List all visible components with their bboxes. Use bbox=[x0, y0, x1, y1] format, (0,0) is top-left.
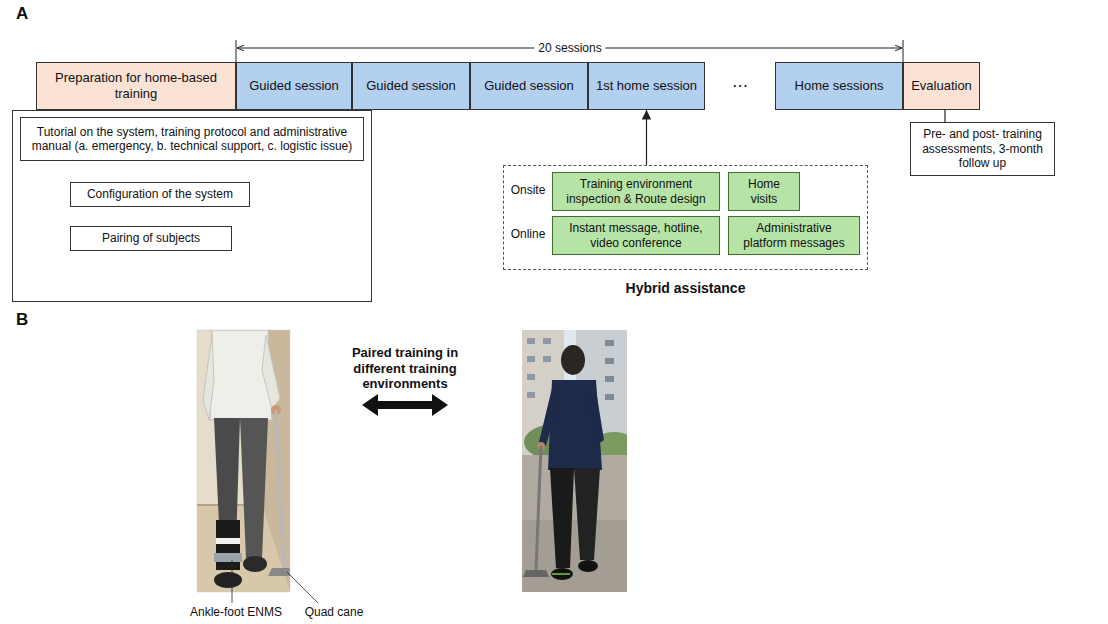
person-shoe bbox=[578, 560, 598, 572]
building-window bbox=[605, 376, 614, 382]
box-text: Preparation for home-based training bbox=[42, 70, 230, 101]
building-window bbox=[527, 374, 535, 380]
leader-line bbox=[287, 572, 318, 603]
caption-label: Paired training in different training en… bbox=[335, 345, 475, 392]
phase-box: Preparation for home-based training bbox=[36, 62, 236, 110]
assistance-box: Administrative platform messages bbox=[728, 216, 860, 255]
outdoor-photo bbox=[522, 330, 627, 592]
part-label: Ankle-foot ENMS bbox=[190, 605, 282, 619]
connector-line bbox=[944, 110, 945, 122]
panel-letter: A bbox=[16, 4, 28, 24]
photo-wall bbox=[197, 330, 290, 592]
photo-sky bbox=[522, 330, 627, 592]
person-head bbox=[561, 345, 585, 375]
cane-base bbox=[523, 570, 549, 577]
person-arm bbox=[262, 335, 280, 410]
cane-shaft bbox=[276, 410, 284, 568]
step-box: Configuration of the system bbox=[70, 182, 250, 207]
assistance-box: Home visits bbox=[728, 172, 800, 211]
building-window bbox=[543, 338, 551, 344]
session-box: Home sessions bbox=[775, 62, 903, 110]
assistance-box: Instant message, hotline, video conferen… bbox=[552, 216, 720, 255]
person-shirt bbox=[210, 330, 272, 420]
person-arm bbox=[203, 335, 214, 420]
building-window bbox=[605, 358, 614, 364]
phase-box: Evaluation bbox=[903, 62, 980, 110]
person-leg bbox=[550, 468, 574, 568]
cane-shaft bbox=[536, 446, 541, 570]
person-leg bbox=[240, 418, 268, 558]
step-box: Tutorial on the system, training protoco… bbox=[20, 117, 364, 161]
ankle-brace bbox=[216, 520, 240, 570]
double-arrow bbox=[362, 394, 448, 416]
part-label: Quad cane bbox=[305, 605, 364, 619]
session-box: Guided session bbox=[352, 62, 470, 110]
photo-frame bbox=[197, 330, 290, 592]
box-text: Guided session bbox=[249, 78, 339, 94]
building-window bbox=[527, 338, 535, 344]
building-window bbox=[527, 392, 535, 398]
assistance-box: Training environment inspection & Route … bbox=[552, 172, 720, 211]
ellipsis-mark: ⋯ bbox=[732, 76, 748, 95]
session-box: 1st home session bbox=[588, 62, 705, 110]
box-text: Instant message, hotline, video conferen… bbox=[558, 221, 714, 250]
box-text: 1st home session bbox=[596, 78, 697, 94]
person-shoe bbox=[214, 572, 242, 588]
assistance-group: Training environment inspection & Route … bbox=[503, 165, 868, 270]
cane-base bbox=[268, 568, 290, 576]
span-label: 20 sessions bbox=[534, 41, 605, 55]
box-text: Tutorial on the system, training protoco… bbox=[26, 125, 358, 154]
person-shoe bbox=[243, 556, 267, 572]
connector-arrow bbox=[646, 110, 647, 165]
row-label: Online bbox=[511, 227, 546, 241]
person-arm bbox=[539, 384, 558, 446]
brace-strap bbox=[216, 538, 240, 544]
indoor-photo bbox=[197, 330, 290, 592]
span-tick bbox=[236, 40, 237, 62]
building-window bbox=[605, 394, 614, 400]
box-text: Home visits bbox=[734, 177, 794, 206]
panel-letter: B bbox=[16, 310, 28, 330]
box-text: Administrative platform messages bbox=[734, 221, 854, 250]
person-arm bbox=[590, 384, 604, 444]
building-window bbox=[543, 356, 551, 362]
person-shoe bbox=[551, 568, 573, 580]
building-window bbox=[605, 340, 614, 346]
session-box: Guided session bbox=[470, 62, 588, 110]
building-window bbox=[527, 356, 535, 362]
session-box: Guided session bbox=[236, 62, 352, 110]
leader-line bbox=[232, 560, 233, 603]
box-text: Training environment inspection & Route … bbox=[558, 177, 714, 206]
brace-plate bbox=[214, 553, 242, 562]
span-tick bbox=[903, 40, 904, 62]
container-box: Tutorial on the system, training protoco… bbox=[12, 110, 372, 302]
step-box: Pairing of subjects bbox=[70, 226, 232, 251]
box-text: Pairing of subjects bbox=[102, 231, 200, 245]
shoe-accent bbox=[552, 573, 570, 575]
group-heading: Hybrid assistance bbox=[626, 280, 746, 297]
box-text: Guided session bbox=[366, 78, 456, 94]
photo-floor bbox=[197, 505, 290, 592]
row-label: Onsite bbox=[511, 183, 546, 197]
box-text: Home sessions bbox=[795, 78, 884, 94]
box-text: Evaluation bbox=[911, 78, 972, 94]
note-box: Pre- and post- training assessments, 3-m… bbox=[910, 122, 1055, 176]
box-text: Configuration of the system bbox=[87, 187, 233, 201]
box-text: Pre- and post- training assessments, 3-m… bbox=[916, 127, 1049, 170]
person-leg bbox=[574, 468, 600, 560]
box-text: Guided session bbox=[484, 78, 574, 94]
